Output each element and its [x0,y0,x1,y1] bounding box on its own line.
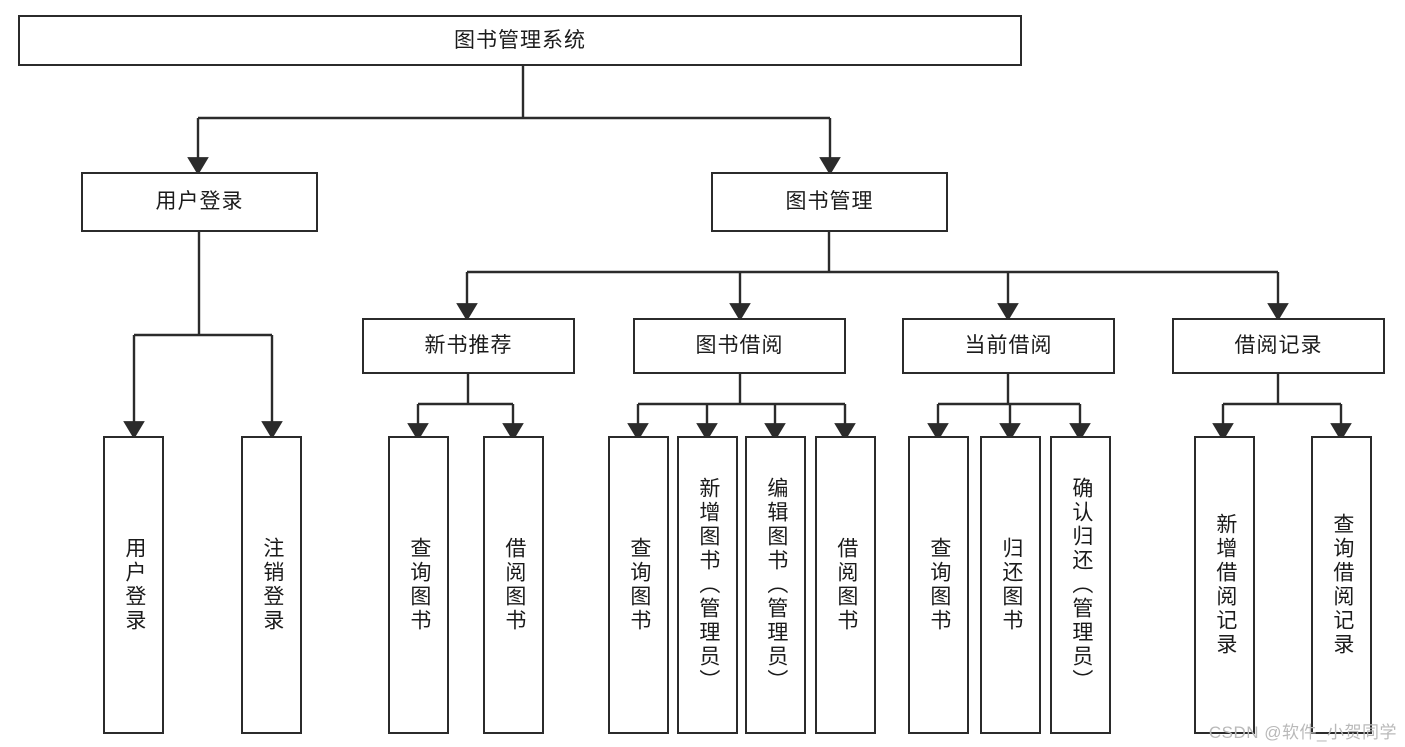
leaf-borrow-borrow-book[interactable]: 借阅图书 [815,436,876,734]
node-user-login[interactable]: 用户登录 [81,172,318,232]
node-label: 编辑图书（管理员） [764,477,788,693]
leaf-current-return-book[interactable]: 归还图书 [980,436,1041,734]
node-book-management[interactable]: 图书管理 [711,172,948,232]
node-label: 图书管理 [785,190,874,214]
leaf-logout[interactable]: 注销登录 [241,436,302,734]
node-label: 新增借阅记录 [1213,513,1237,657]
leaf-new-book-borrow[interactable]: 借阅图书 [483,436,544,734]
node-label: 归还图书 [999,537,1023,633]
leaf-borrow-edit-book-admin[interactable]: 编辑图书（管理员） [745,436,806,734]
node-label: 借阅图书 [502,537,526,633]
node-label: 借阅记录 [1234,334,1323,358]
node-label: 用户登录 [155,190,244,214]
node-label: 当前借阅 [964,334,1053,358]
node-label: 注销登录 [260,537,284,633]
node-label: 图书借阅 [695,334,784,358]
leaf-borrow-add-book-admin[interactable]: 新增图书（管理员） [677,436,738,734]
node-current-borrow[interactable]: 当前借阅 [902,318,1115,374]
leaf-records-query-record[interactable]: 查询借阅记录 [1311,436,1372,734]
node-label: 图书管理系统 [454,28,586,52]
node-borrow-records[interactable]: 借阅记录 [1172,318,1385,374]
node-label: 查询图书 [407,537,431,633]
node-label: 查询图书 [627,537,651,633]
node-label: 用户登录 [122,537,146,633]
node-book-borrow[interactable]: 图书借阅 [633,318,846,374]
node-root-book-management-system[interactable]: 图书管理系统 [18,15,1022,66]
leaf-user-login[interactable]: 用户登录 [103,436,164,734]
leaf-current-query-book[interactable]: 查询图书 [908,436,969,734]
node-new-book-recommend[interactable]: 新书推荐 [362,318,575,374]
node-label: 新增图书（管理员） [696,477,720,693]
node-label: 借阅图书 [834,537,858,633]
leaf-new-book-query[interactable]: 查询图书 [388,436,449,734]
leaf-current-confirm-return-admin[interactable]: 确认归还（管理员） [1050,436,1111,734]
leaf-records-add-record[interactable]: 新增借阅记录 [1194,436,1255,734]
leaf-borrow-query-book[interactable]: 查询图书 [608,436,669,734]
node-label: 查询图书 [927,537,951,633]
node-label: 查询借阅记录 [1330,513,1354,657]
node-label: 新书推荐 [424,334,513,358]
node-label: 确认归还（管理员） [1069,477,1093,693]
